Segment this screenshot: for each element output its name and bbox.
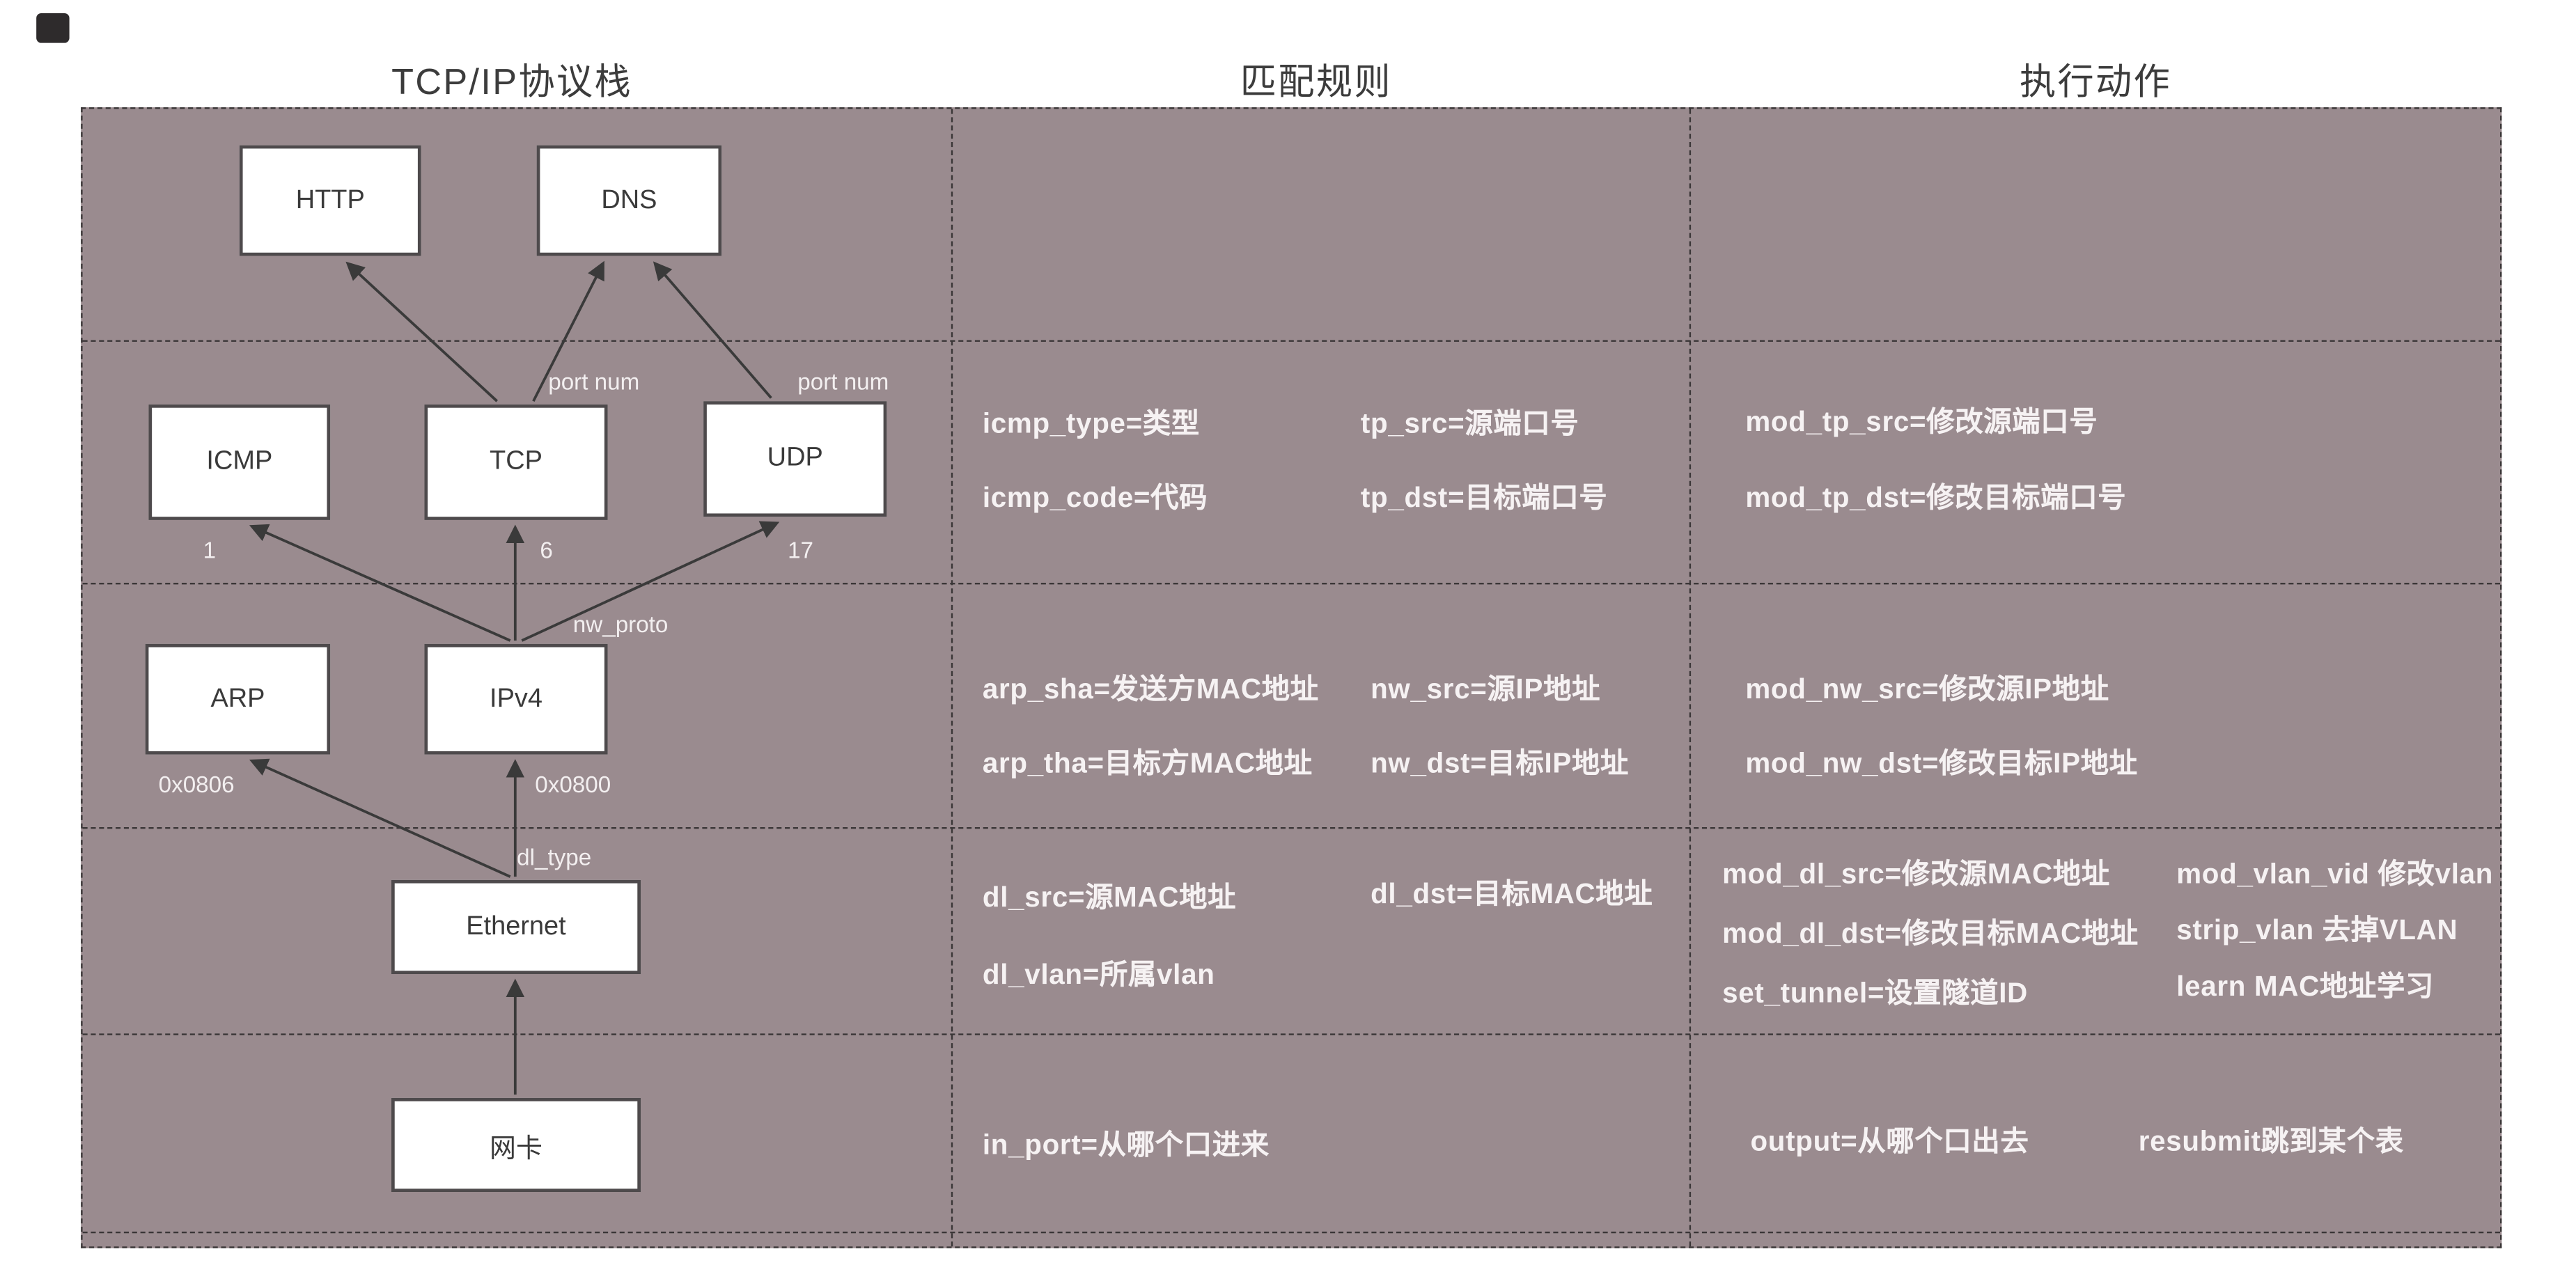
action-output: output=从哪个口出去 (1750, 1126, 2029, 1158)
match-rule-tp-src: tp_src=源端口号 (1360, 407, 1579, 439)
edge-label-ethertype-arp: 0x0806 (158, 771, 235, 798)
match-rule-icmp-type: icmp_type=类型 (982, 407, 1200, 439)
edge-label-proto-icmp: 1 (203, 536, 217, 563)
action-mod-dl-src: mod_dl_src=修改源MAC地址 (1722, 858, 2110, 891)
column-divider-match-action (1689, 109, 1692, 1247)
node-http: HTTP (239, 145, 421, 256)
match-rule-in-port: in_port=从哪个口进来 (982, 1129, 1270, 1161)
row-divider-bottom (82, 1231, 2500, 1234)
action-learn: learn MAC地址学习 (2176, 971, 2435, 1003)
action-mod-dl-dst: mod_dl_dst=修改目标MAC地址 (1722, 918, 2139, 950)
match-rule-dl-vlan: dl_vlan=所属vlan (982, 959, 1215, 991)
edge-label-ethertype-ipv4: 0x0800 (535, 771, 611, 798)
row-divider-network-datalink (82, 826, 2500, 829)
match-rule-nw-src: nw_src=源IP地址 (1371, 673, 1601, 705)
action-mod-tp-src: mod_tp_src=修改源端口号 (1745, 406, 2098, 438)
action-mod-tp-dst: mod_tp_dst=修改目标端口号 (1745, 482, 2127, 514)
action-mod-nw-src: mod_nw_src=修改源IP地址 (1745, 673, 2109, 705)
edge-label-proto-tcp: 6 (540, 536, 553, 563)
action-resubmit: resubmit跳到某个表 (2138, 1126, 2404, 1158)
match-rule-dl-dst: dl_dst=目标MAC地址 (1371, 878, 1653, 910)
edge-label-dl-type: dl_type (517, 843, 592, 870)
node-ethernet: Ethernet (391, 879, 641, 975)
match-rule-tp-dst: tp_dst=目标端口号 (1360, 482, 1608, 514)
match-rule-icmp-code: icmp_code=代码 (982, 482, 1208, 514)
column-title-protocol-stack: TCP/IP协议栈 (391, 61, 633, 103)
match-rule-arp-sha: arp_sha=发送方MAC地址 (982, 673, 1319, 705)
node-dns: DNS (536, 145, 722, 256)
column-title-match-rules: 匹配规则 (1240, 61, 1392, 103)
match-rule-dl-src: dl_src=源MAC地址 (982, 881, 1237, 913)
action-strip-vlan: strip_vlan 去掉VLAN (2176, 914, 2458, 946)
node-ipv4: IPv4 (424, 643, 608, 755)
match-rule-arp-tha: arp_tha=目标方MAC地址 (982, 748, 1313, 780)
row-divider-transport-network (82, 583, 2500, 585)
column-divider-stack-match (951, 109, 953, 1247)
action-set-tunnel: set_tunnel=设置隧道ID (1722, 977, 2028, 1009)
node-arp: ARP (145, 643, 331, 755)
row-divider-application-transport (82, 340, 2500, 342)
action-mod-vlan-vid: mod_vlan_vid 修改vlan (2176, 858, 2494, 891)
match-rule-nw-dst: nw_dst=目标IP地址 (1371, 748, 1630, 780)
column-title-actions: 执行动作 (2019, 61, 2172, 103)
action-mod-nw-dst: mod_nw_dst=修改目标IP地址 (1745, 748, 2138, 780)
node-icmp: ICMP (148, 404, 331, 520)
edge-label-proto-udp: 17 (788, 536, 814, 563)
node-nic: 网卡 (391, 1097, 641, 1193)
edge-label-nw-proto: nw_proto (572, 611, 669, 638)
row-divider-datalink-physical (82, 1033, 2500, 1035)
edge-label-port-num-udp: port num (797, 368, 889, 395)
node-tcp: TCP (424, 404, 608, 520)
edge-label-port-num-tcp: port num (548, 368, 640, 395)
corner-mark (36, 13, 70, 43)
node-udp: UDP (703, 401, 887, 517)
